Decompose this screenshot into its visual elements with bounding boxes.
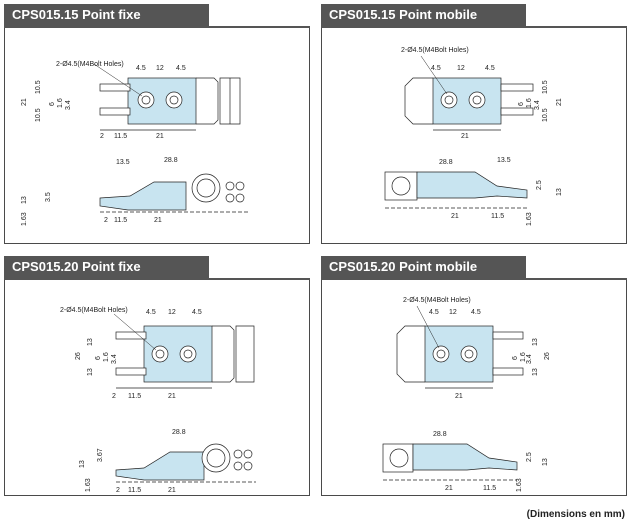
svg-text:21: 21 [168, 393, 176, 400]
svg-text:1.63: 1.63 [85, 478, 92, 492]
panel-title: CPS015.20 Point fixe [4, 256, 209, 278]
svg-text:12: 12 [168, 309, 176, 316]
panel-frame [321, 26, 627, 244]
svg-text:1.6: 1.6 [520, 352, 527, 362]
svg-text:10.5: 10.5 [542, 108, 549, 122]
svg-text:10.5: 10.5 [35, 80, 42, 94]
svg-text:6: 6 [518, 102, 525, 106]
top-view [396, 325, 524, 389]
svg-text:13: 13 [532, 338, 539, 346]
svg-text:1.6: 1.6 [526, 98, 533, 108]
svg-text:28.8: 28.8 [439, 159, 453, 166]
svg-text:4.5: 4.5 [146, 309, 156, 316]
hole-note: 2-Ø4.5(M4Bolt Holes) [56, 61, 124, 68]
side-view [382, 443, 518, 481]
svg-text:26: 26 [75, 352, 82, 360]
svg-text:21: 21 [461, 133, 469, 140]
hole-note: 2-Ø4.5(M4Bolt Holes) [60, 307, 128, 314]
svg-text:13: 13 [87, 368, 94, 376]
svg-text:28.8: 28.8 [433, 431, 447, 438]
svg-text:21: 21 [451, 213, 459, 220]
svg-text:13: 13 [87, 338, 94, 346]
svg-text:4.5: 4.5 [485, 65, 495, 72]
svg-text:2.5: 2.5 [526, 452, 533, 462]
hole-note: 2-Ø4.5(M4Bolt Holes) [403, 297, 471, 304]
svg-text:6: 6 [95, 356, 102, 360]
svg-text:3.4: 3.4 [111, 354, 118, 364]
panel-cps01515-fixed: CPS015.15 Point fixe 2-Ø4.5(M4Bolt Holes… [4, 4, 310, 244]
svg-text:1.63: 1.63 [516, 478, 523, 492]
svg-text:1.6: 1.6 [103, 352, 110, 362]
svg-text:1.63: 1.63 [526, 212, 533, 226]
svg-text:4.5: 4.5 [136, 65, 146, 72]
svg-text:4.5: 4.5 [429, 309, 439, 316]
svg-text:12: 12 [457, 65, 465, 72]
svg-text:28.8: 28.8 [172, 429, 186, 436]
svg-text:6: 6 [512, 356, 519, 360]
svg-text:21: 21 [154, 217, 162, 224]
svg-text:3.4: 3.4 [526, 354, 533, 364]
svg-text:13: 13 [79, 460, 86, 468]
svg-text:1.63: 1.63 [21, 212, 28, 226]
side-view [384, 171, 528, 209]
drawing-mobile-20: 2-Ø4.5(M4Bolt Holes) 4.5 12 4.5 26 13 13… [382, 297, 551, 492]
svg-text:3.67: 3.67 [97, 448, 104, 462]
svg-text:13.5: 13.5 [497, 157, 511, 164]
svg-text:12: 12 [156, 65, 164, 72]
svg-text:6: 6 [49, 102, 56, 106]
svg-text:13: 13 [532, 368, 539, 376]
svg-text:21: 21 [21, 98, 28, 106]
svg-text:11.5: 11.5 [128, 487, 141, 494]
svg-text:11.5: 11.5 [483, 485, 496, 492]
svg-text:2: 2 [100, 133, 104, 140]
hole-note: 2-Ø4.5(M4Bolt Holes) [401, 47, 469, 54]
svg-text:12: 12 [449, 309, 457, 316]
panel-cps01520-mobile: CPS015.20 Point mobile 2-Ø4.5(M4Bolt Hol… [321, 256, 627, 496]
svg-text:21: 21 [168, 487, 176, 494]
svg-text:11.5: 11.5 [114, 133, 127, 140]
svg-text:4.5: 4.5 [471, 309, 481, 316]
svg-text:2: 2 [116, 487, 120, 494]
svg-text:2: 2 [112, 393, 116, 400]
drawing-mobile-15: 2-Ø4.5(M4Bolt Holes) 4.5 12 4.5 21 10.5 … [384, 47, 563, 226]
svg-text:13.5: 13.5 [116, 159, 130, 166]
svg-text:4.5: 4.5 [431, 65, 441, 72]
top-view [404, 77, 534, 131]
panel-title: CPS015.20 Point mobile [321, 256, 526, 278]
svg-text:2.5: 2.5 [536, 180, 543, 190]
top-view [99, 77, 241, 131]
side-view [115, 443, 256, 483]
svg-text:13: 13 [542, 458, 549, 466]
drawing-fixed-15: 2-Ø4.5(M4Bolt Holes) 4.5 12 4.5 21 10.5 … [21, 61, 249, 226]
svg-text:2: 2 [104, 217, 108, 224]
svg-text:3.4: 3.4 [534, 100, 541, 110]
svg-text:3.5: 3.5 [45, 192, 52, 202]
svg-text:21: 21 [455, 393, 463, 400]
svg-text:11.5: 11.5 [114, 217, 127, 224]
panel-cps01520-fixed: CPS015.20 Point fixe 2-Ø4.5(M4Bolt Holes… [4, 256, 310, 496]
svg-text:21: 21 [445, 485, 453, 492]
svg-text:4.5: 4.5 [176, 65, 186, 72]
svg-text:13: 13 [21, 196, 28, 204]
svg-text:28.8: 28.8 [164, 157, 178, 164]
top-view [115, 325, 255, 389]
svg-text:21: 21 [556, 98, 563, 106]
svg-text:21: 21 [156, 133, 164, 140]
svg-text:11.5: 11.5 [491, 213, 504, 220]
svg-text:3.4: 3.4 [65, 100, 72, 110]
svg-text:10.5: 10.5 [542, 80, 549, 94]
svg-text:4.5: 4.5 [192, 309, 202, 316]
svg-text:1.6: 1.6 [57, 98, 64, 108]
svg-text:13: 13 [556, 188, 563, 196]
side-view [99, 173, 249, 213]
svg-text:10.5: 10.5 [35, 108, 42, 122]
drawing-fixed-20: 2-Ø4.5(M4Bolt Holes) 4.5 12 4.5 26 13 13… [60, 307, 256, 494]
panel-cps01515-mobile: CPS015.15 Point mobile 2-Ø4.5(M4Bolt Hol… [321, 4, 627, 244]
panel-title: CPS015.15 Point mobile [321, 4, 526, 26]
svg-text:11.5: 11.5 [128, 393, 141, 400]
dimensions-footnote: (Dimensions en mm) [526, 509, 625, 520]
svg-text:26: 26 [544, 352, 551, 360]
panel-title: CPS015.15 Point fixe [4, 4, 209, 26]
